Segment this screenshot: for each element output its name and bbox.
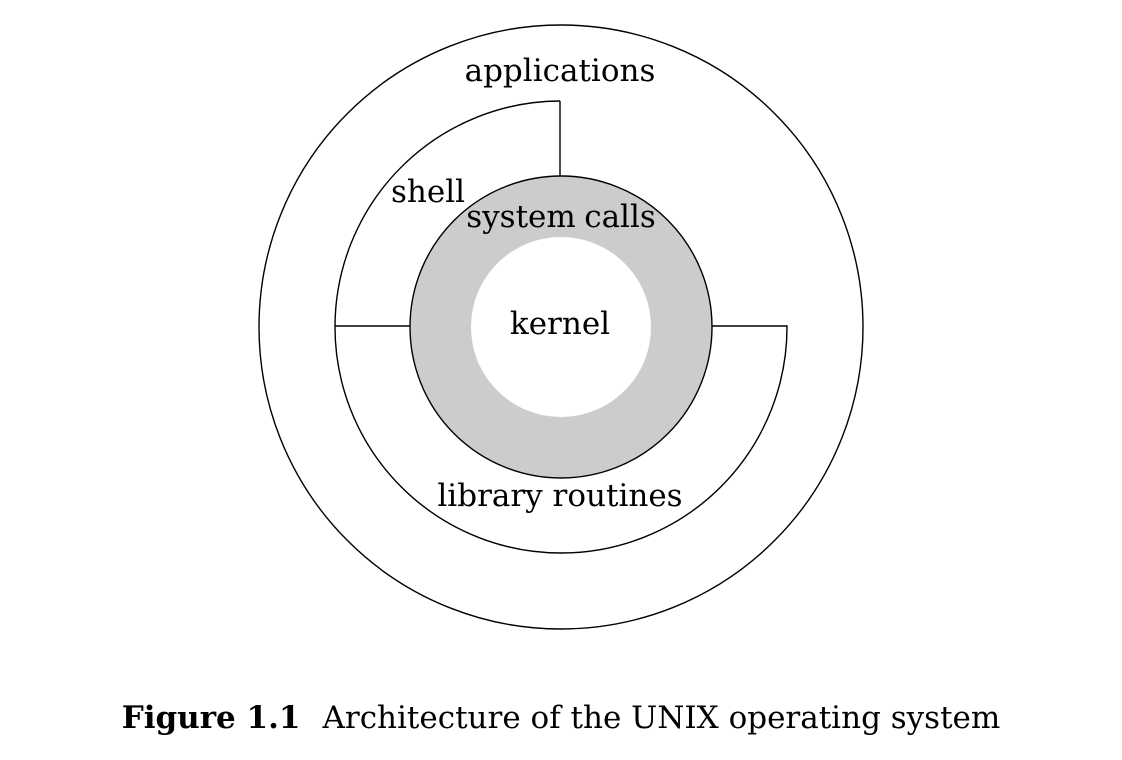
library-routines-label: library routines xyxy=(437,478,682,514)
unix-architecture-diagram: applications shell system calls kernel l… xyxy=(258,24,864,630)
applications-label: applications xyxy=(465,53,656,89)
figure-number: Figure 1.1 xyxy=(121,700,301,736)
system-calls-label-calls: calls xyxy=(584,199,656,235)
figure-caption: Figure 1.1 Architecture of the UNIX opera… xyxy=(0,700,1122,736)
kernel-core xyxy=(471,237,651,417)
system-calls-label-system: system xyxy=(466,199,576,235)
kernel-label: kernel xyxy=(510,306,610,342)
shell-library-boundary xyxy=(334,100,788,554)
shell-label: shell xyxy=(391,174,465,210)
figure-caption-text: Architecture of the UNIX operating syste… xyxy=(322,700,1001,736)
